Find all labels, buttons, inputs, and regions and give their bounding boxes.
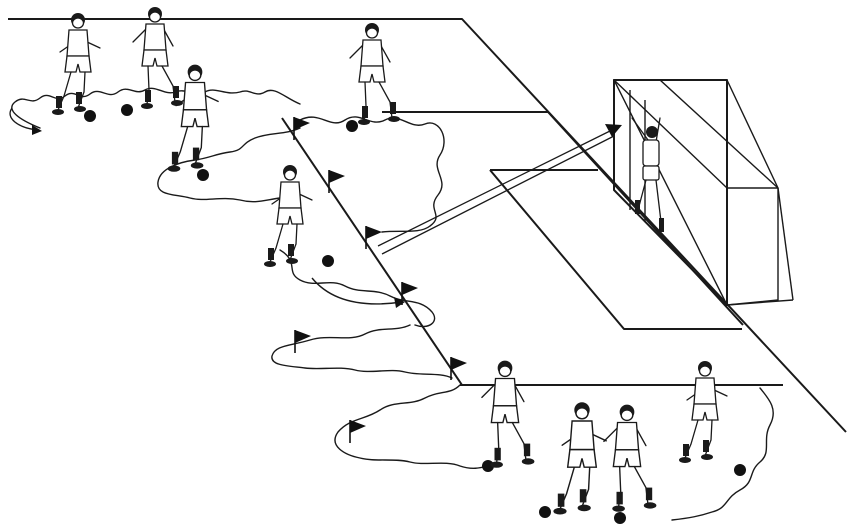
ball-icon [322, 255, 334, 267]
player-icon [132, 7, 183, 109]
flag-icon [349, 420, 366, 443]
dribble-path-5 [271, 324, 453, 379]
ball-icon [614, 512, 626, 524]
player-icon [553, 402, 607, 515]
flag-icon [365, 226, 382, 249]
player-icon [679, 361, 728, 463]
players [52, 7, 728, 515]
shot-arrow-icon [377, 124, 622, 255]
ball-icon [197, 169, 209, 181]
balls [84, 104, 746, 524]
ball-icon [346, 120, 358, 132]
ball-icon [84, 110, 96, 122]
flag-icon [328, 170, 345, 193]
dribble-path-6 [334, 384, 489, 469]
ball-icon [734, 464, 746, 476]
dribble-path-1 [11, 87, 301, 129]
dribble-path-4 [279, 249, 436, 328]
flags [293, 117, 467, 443]
player-icon [349, 23, 400, 125]
ball-icon [539, 506, 551, 518]
goal-icon [612, 79, 794, 306]
player-icon [603, 404, 657, 512]
player-icon [481, 360, 535, 468]
goal-area-line [489, 169, 742, 330]
player-icon [167, 64, 219, 172]
goalkeeper-figure [631, 117, 664, 232]
flag-icon [294, 330, 311, 353]
player-icon [52, 13, 101, 115]
flag-icon [293, 117, 310, 140]
flag-icon [450, 357, 467, 380]
dribble-path-2 [299, 116, 445, 233]
dribble-path-3 [157, 127, 301, 203]
ball-icon [121, 104, 133, 116]
flag-icon [401, 282, 418, 305]
dribble-path-7 [671, 387, 774, 521]
ball-icon [482, 460, 494, 472]
player-icon [264, 165, 313, 267]
flag-line [281, 117, 463, 386]
